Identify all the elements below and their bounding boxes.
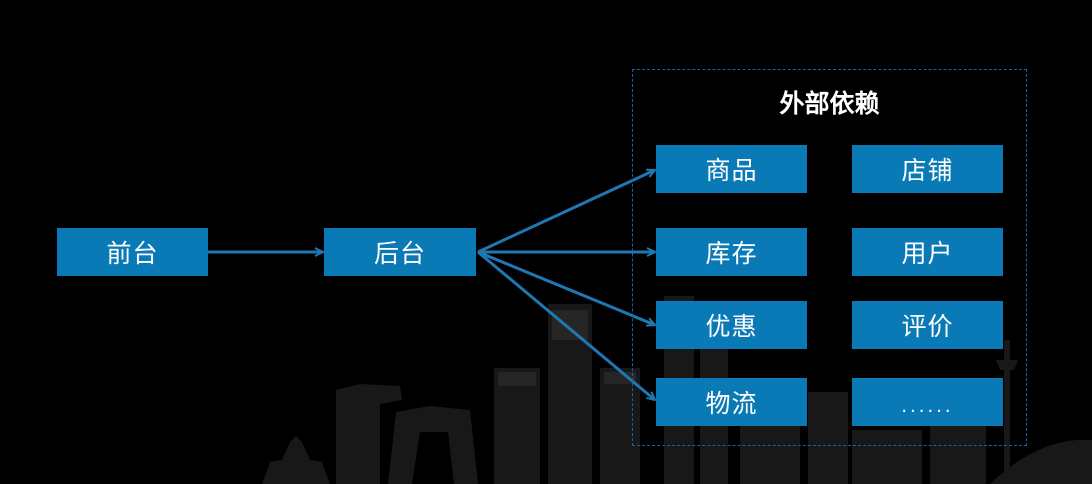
- dependency-node: 优惠: [656, 301, 807, 349]
- backend-node: 后台: [324, 228, 476, 276]
- group-title: 外部依赖: [632, 84, 1027, 120]
- backend-label: 后台: [374, 234, 426, 270]
- dependency-label: 店铺: [901, 151, 953, 187]
- dependency-node: 评价: [852, 301, 1003, 349]
- dependency-label: 优惠: [705, 307, 757, 343]
- dependency-node: 物流: [656, 378, 807, 426]
- dependency-node-more: ......: [852, 378, 1003, 426]
- dependency-node: 用户: [852, 228, 1003, 276]
- frontend-label: 前台: [106, 234, 158, 270]
- dependency-label: 物流: [705, 384, 757, 420]
- dependency-node: 库存: [656, 228, 807, 276]
- dependency-label: 用户: [901, 234, 953, 270]
- dependency-label: ......: [901, 396, 953, 417]
- dependency-node: 店铺: [852, 145, 1003, 193]
- dependency-label: 库存: [705, 234, 757, 270]
- dependency-label: 评价: [901, 307, 953, 343]
- dependency-label: 商品: [705, 151, 757, 187]
- dependency-node: 商品: [656, 145, 807, 193]
- frontend-node: 前台: [57, 228, 208, 276]
